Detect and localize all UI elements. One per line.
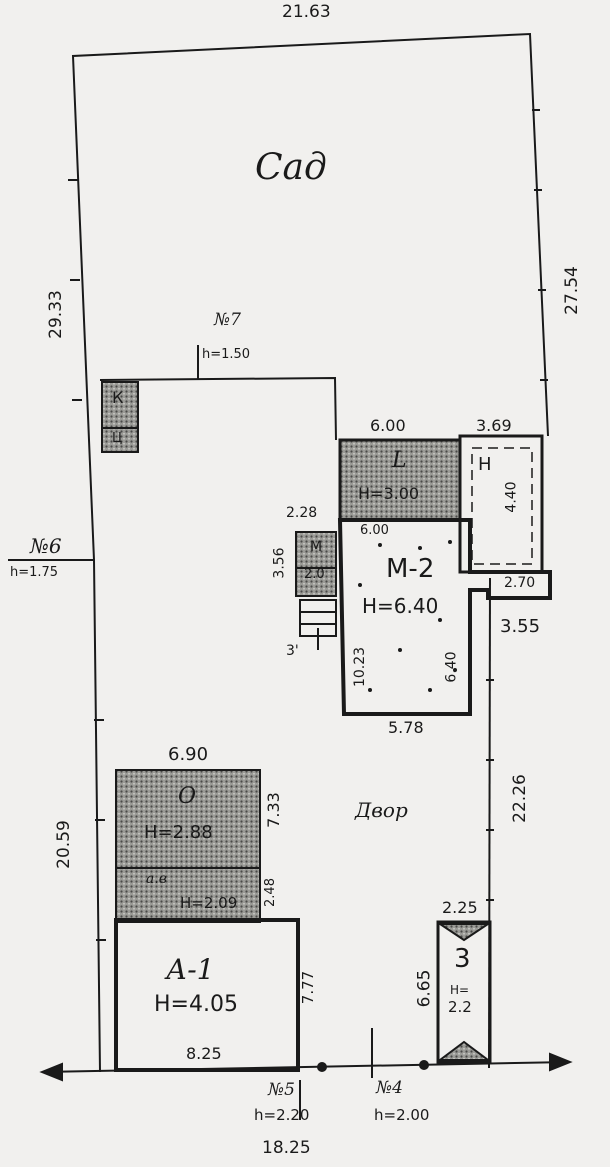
m2-dots: [358, 540, 457, 692]
building-o-width: 6.90: [168, 744, 209, 765]
building-m2: [337, 518, 552, 716]
building-o-sub-depth: 2.48: [262, 878, 278, 907]
building-m2-label: М-2: [386, 554, 435, 584]
building-m-sub: 2.0: [304, 567, 325, 582]
plot-left-upper-length: 29.33: [45, 290, 66, 339]
fence-n6-label: №6: [30, 534, 62, 558]
building-m: [295, 531, 337, 597]
building-l-label: L: [392, 448, 407, 473]
fence-n5-height: h=2.20: [254, 1106, 310, 1124]
boundary-ticks: [68, 109, 548, 941]
building-o-sub-height: H=2.09: [180, 894, 238, 912]
building-m-label: М: [310, 539, 323, 555]
fence-n7-height: h=1.50: [202, 347, 251, 362]
building-3-height: 2.2: [448, 998, 472, 1016]
building-a1-width: 8.25: [186, 1044, 222, 1063]
fence-n5-label: №5: [268, 1080, 295, 1100]
fences: [8, 345, 337, 1120]
plot-right-upper-length: 27.54: [561, 266, 582, 315]
building-k-sub: Ц: [112, 431, 123, 446]
building-3-label: 3: [454, 944, 471, 974]
fence-n4-label: №4: [376, 1078, 403, 1098]
building-m2-bottom-width: 5.78: [388, 718, 424, 737]
building-m2-right-depth: 6.40: [443, 651, 460, 683]
building-k: [101, 381, 139, 453]
building-m-width: 2.28: [286, 505, 318, 521]
building-a1-label: А-1: [166, 953, 215, 986]
porch-label: 3': [286, 643, 299, 659]
building-3-width: 2.25: [442, 898, 478, 917]
building-k-label: К: [112, 388, 124, 407]
building-m-depth: 3.56: [271, 547, 288, 579]
building-o-label: О: [178, 784, 197, 809]
building-o-sub-label: а.в: [146, 871, 167, 887]
fence-n6-height: h=1.75: [10, 565, 59, 580]
fence-n4-height: h=2.00: [374, 1106, 430, 1124]
building-n-width: 3.69: [476, 416, 512, 435]
building-o-height: H=2.88: [144, 822, 213, 843]
building-o: [115, 769, 261, 923]
building-3-height-prefix: H=: [450, 983, 470, 997]
building-l-width: 6.00: [370, 416, 406, 435]
building-m2-height: H=6.40: [362, 594, 439, 618]
plot-left-lower-length: 20.59: [53, 820, 74, 869]
plot-top-width: 21.63: [282, 2, 331, 22]
building-a1-height: H=4.05: [154, 992, 238, 1017]
building-a1-depth: 7.77: [299, 970, 318, 1005]
building-3-depth: 6.65: [414, 969, 435, 1008]
building-n-bottom: 2.70: [504, 575, 536, 591]
garden-label: Сад: [255, 147, 327, 188]
building-n-label: Н: [478, 454, 492, 475]
building-m2-left-depth: 10.23: [352, 646, 369, 688]
building-n-depth: 4.40: [503, 481, 520, 513]
building-a1: [114, 918, 300, 1072]
plot-bottom-width: 18.25: [262, 1138, 311, 1158]
yard-label: Двор: [355, 798, 408, 822]
fence-n7-label: №7: [214, 310, 241, 330]
plot-right-lower-length: 22.26: [509, 774, 530, 823]
building-m2-top-width: 6.00: [360, 523, 389, 538]
building-o-depth: 7.33: [263, 792, 283, 828]
porch-steps: [299, 599, 337, 650]
building-m2-step: 3.55: [500, 616, 541, 637]
building-3: [436, 920, 492, 1064]
building-l-height: H=3.00: [358, 484, 420, 503]
